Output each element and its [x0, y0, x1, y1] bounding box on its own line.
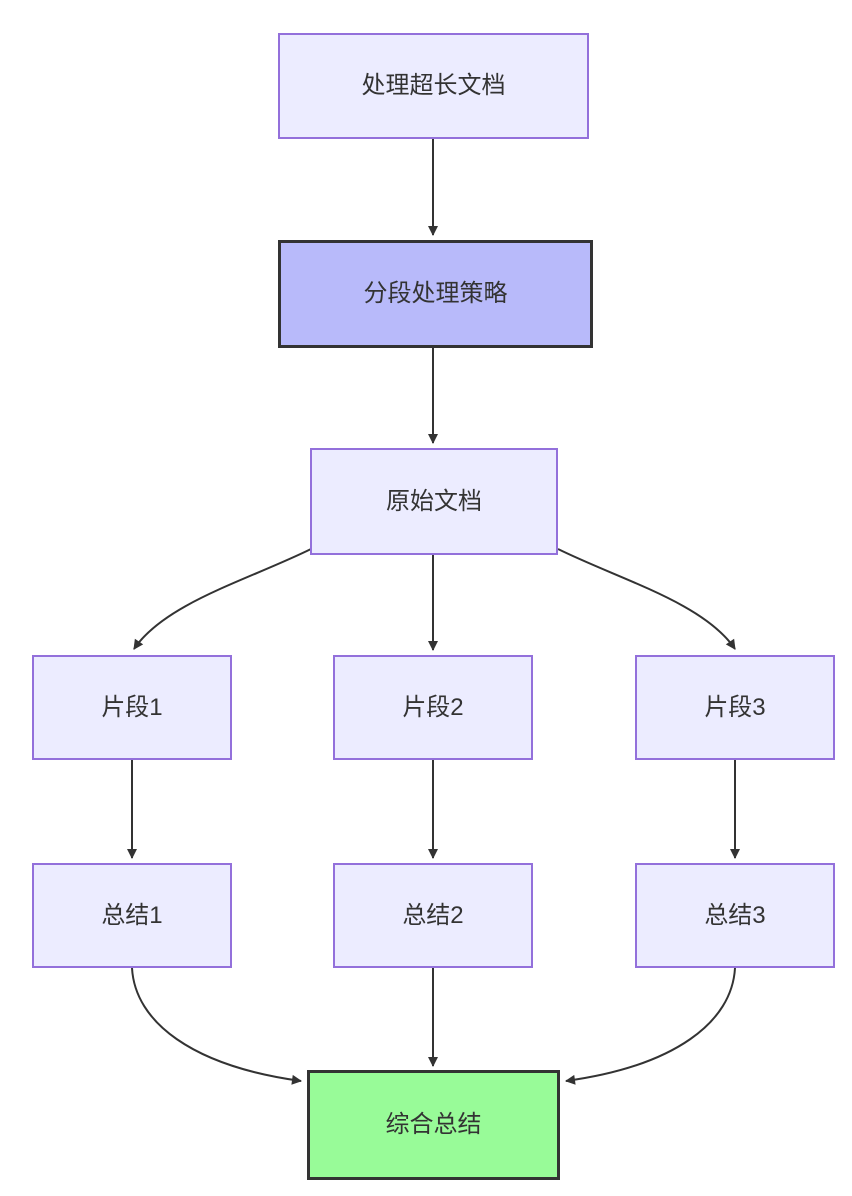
edge-sum3-to-final — [565, 967, 736, 1085]
node-summary-2: 总结2 — [333, 863, 533, 968]
node-label: 原始文档 — [386, 487, 482, 515]
node-label: 总结1 — [101, 901, 163, 929]
edge-original-to-frag1 — [133, 548, 312, 650]
node-segment-strategy: 分段处理策略 — [278, 240, 593, 348]
node-summary-3: 总结3 — [635, 863, 835, 968]
node-fragment-3: 片段3 — [635, 655, 835, 760]
node-label: 片段3 — [704, 693, 766, 721]
node-summary-1: 总结1 — [32, 863, 232, 968]
node-process-long-doc: 处理超长文档 — [278, 33, 589, 139]
edge-sum1-to-final — [131, 967, 302, 1085]
node-label: 片段2 — [402, 693, 464, 721]
edge-original-to-frag3 — [557, 548, 736, 650]
node-fragment-1: 片段1 — [32, 655, 232, 760]
node-label: 处理超长文档 — [361, 72, 506, 100]
node-original-doc: 原始文档 — [310, 448, 558, 555]
node-label: 综合总结 — [385, 1111, 482, 1139]
node-final-summary: 综合总结 — [307, 1070, 560, 1180]
node-label: 总结3 — [704, 901, 766, 929]
node-label: 分段处理策略 — [363, 280, 508, 308]
node-label: 总结2 — [402, 901, 464, 929]
node-label: 片段1 — [101, 693, 163, 721]
node-fragment-2: 片段2 — [333, 655, 533, 760]
